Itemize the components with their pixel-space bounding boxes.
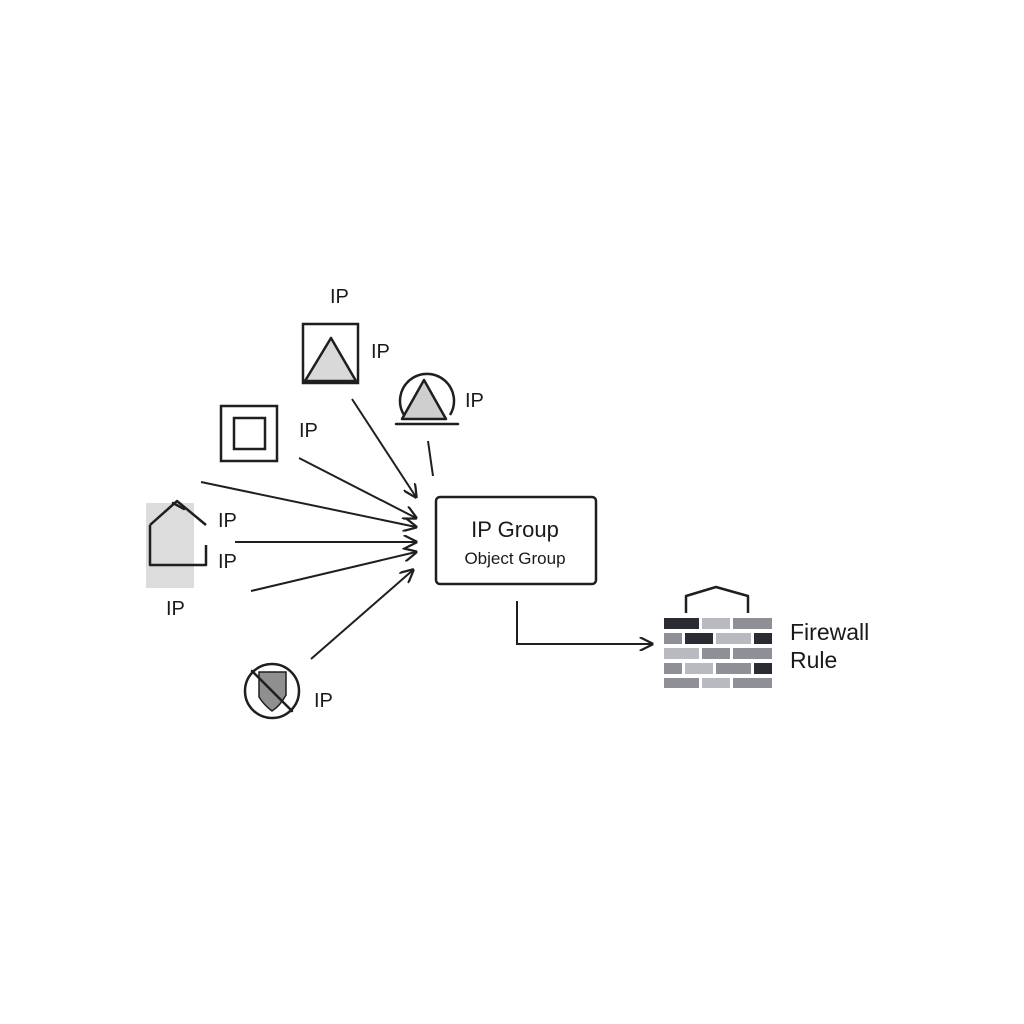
house-icon bbox=[146, 499, 208, 588]
connector-image bbox=[351, 398, 416, 497]
group-subtitle: Object Group bbox=[464, 549, 565, 568]
ip-label-image: IP bbox=[371, 341, 390, 363]
ip-label-top: IP bbox=[330, 286, 349, 308]
group-title: IP Group bbox=[471, 517, 559, 542]
square-frame-icon bbox=[219, 404, 279, 463]
ip-label-triangle: IP bbox=[465, 390, 484, 412]
source-connectors bbox=[200, 398, 434, 660]
ip-label-house-3: IP bbox=[166, 598, 185, 620]
connector-house-low bbox=[250, 552, 416, 592]
connector-square bbox=[298, 457, 416, 518]
firewall-label-line1: Firewall bbox=[790, 619, 869, 645]
connector-house-top bbox=[200, 481, 416, 527]
brick-wall-icon bbox=[664, 585, 772, 688]
connector-shield bbox=[310, 570, 413, 660]
blocked-shield-icon bbox=[243, 662, 301, 720]
group-to-firewall-connector bbox=[516, 601, 652, 644]
connector-triangle bbox=[427, 440, 434, 477]
firewall-label-line2: Rule bbox=[790, 647, 837, 673]
ip-label-house-2: IP bbox=[218, 551, 237, 573]
ip-label-house-1: IP bbox=[218, 510, 237, 532]
ip-label-shield: IP bbox=[314, 690, 333, 712]
ip-label-square: IP bbox=[299, 420, 318, 442]
image-icon bbox=[301, 322, 360, 385]
ip-group-box: IP Group Object Group bbox=[434, 495, 598, 586]
triangle-circle-icon bbox=[394, 372, 460, 426]
